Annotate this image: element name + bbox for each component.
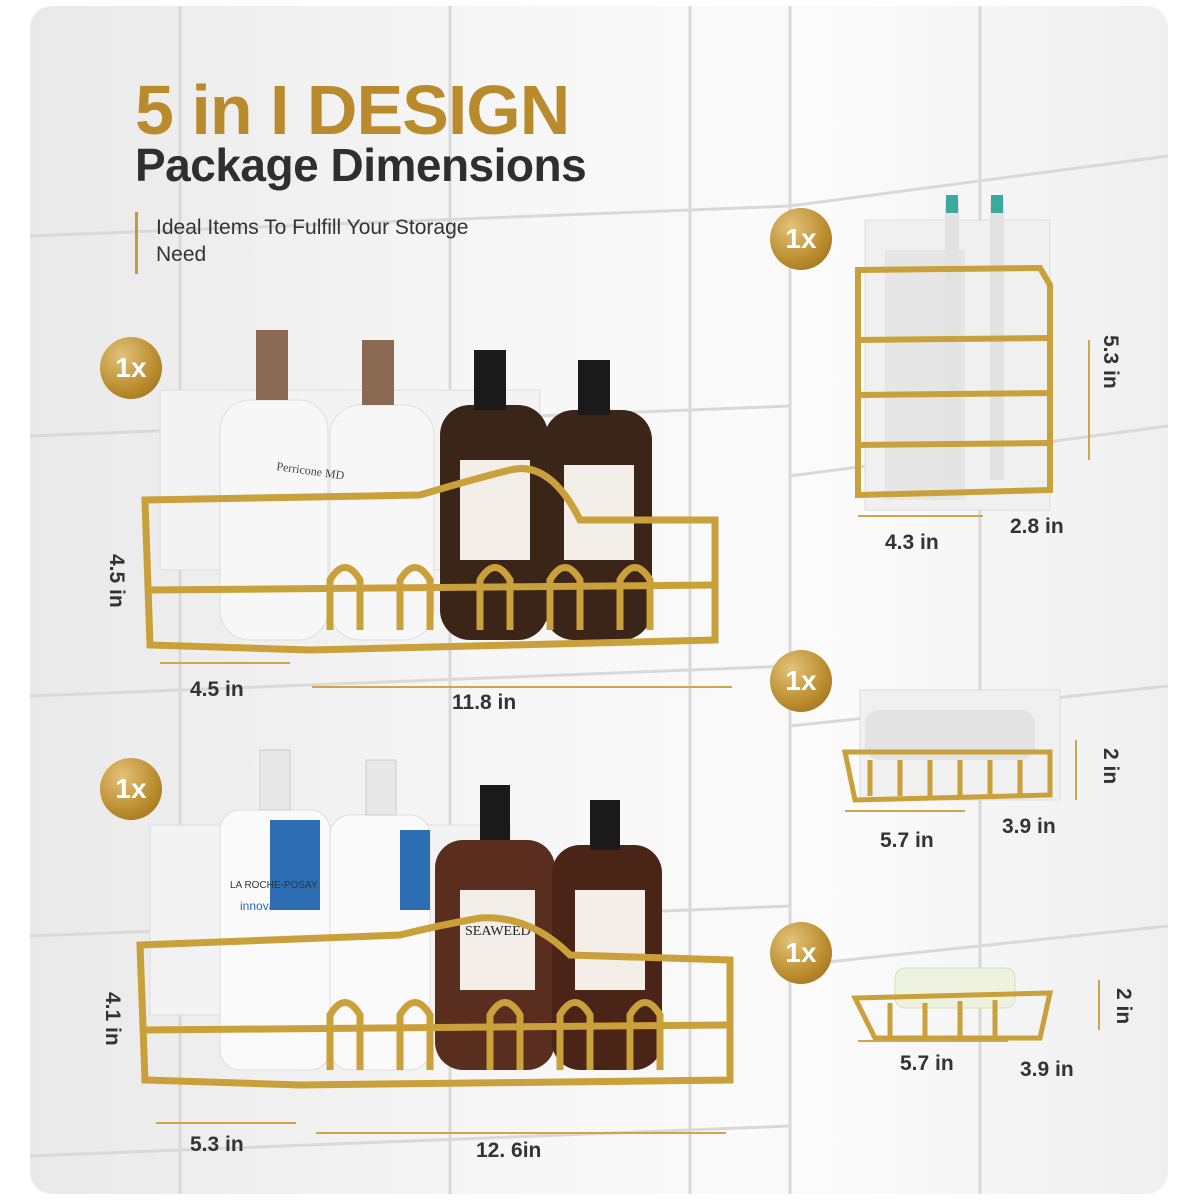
accent-bar bbox=[135, 212, 138, 274]
depth-label: 4.5 in bbox=[190, 678, 244, 701]
shower-caddy-image: LA ROCHE-POSAY innovation SEAWEED bbox=[136, 749, 734, 1089]
dimension-line bbox=[160, 662, 290, 664]
svg-text:SEAWEED: SEAWEED bbox=[465, 924, 531, 939]
width-label: 4.3 in bbox=[885, 531, 939, 554]
dimension-line bbox=[1075, 740, 1077, 800]
dimension-line bbox=[1088, 340, 1090, 460]
shower-caddy-image: Perricone MD bbox=[141, 330, 719, 654]
depth-label: 3.9 in bbox=[1002, 815, 1056, 838]
depth-label: 3.9 in bbox=[1020, 1058, 1074, 1081]
dimension-line bbox=[845, 810, 965, 812]
quantity-badge: 1x bbox=[100, 337, 162, 399]
width-label: 11.8 in bbox=[452, 691, 517, 714]
small-basket-image bbox=[841, 689, 1061, 803]
quantity-badge: 1x bbox=[770, 650, 832, 712]
quantity-badge: 1x bbox=[100, 758, 162, 820]
quantity-badge: 1x bbox=[770, 208, 832, 270]
dimension-line bbox=[316, 1132, 726, 1134]
page-subtitle: Package Dimensions bbox=[135, 139, 587, 191]
height-label: 5.3 in bbox=[1099, 335, 1122, 389]
height-label: 4.5 in bbox=[105, 554, 128, 608]
svg-text:LA ROCHE-POSAY: LA ROCHE-POSAY bbox=[230, 880, 318, 891]
dimension-line bbox=[1098, 980, 1100, 1030]
soap-dish-image bbox=[851, 967, 1054, 1041]
height-label: 4.1 in bbox=[101, 992, 124, 1046]
page-title: 5 in I DESIGN bbox=[135, 71, 570, 149]
tagline: Ideal Items To Fulfill Your Storage Need bbox=[156, 216, 469, 266]
toothbrush-holder-image bbox=[855, 195, 1053, 511]
dimension-line bbox=[858, 515, 983, 517]
height-label: 2 in bbox=[1099, 748, 1122, 785]
width-label: 5.7 in bbox=[880, 829, 934, 852]
depth-label: 5.3 in bbox=[190, 1133, 244, 1156]
dimension-line bbox=[156, 1122, 296, 1124]
svg-text:innovation: innovation bbox=[240, 899, 295, 913]
towel-icon bbox=[865, 710, 1035, 760]
dimension-line bbox=[312, 686, 732, 688]
height-label: 2 in bbox=[1112, 988, 1135, 1025]
bottle-icon bbox=[219, 749, 662, 1071]
dimension-line bbox=[858, 1040, 1008, 1042]
depth-label: 2.8 in bbox=[1010, 515, 1064, 538]
width-label: 12. 6in bbox=[476, 1139, 542, 1162]
width-label: 5.7 in bbox=[900, 1052, 954, 1075]
quantity-badge: 1x bbox=[770, 922, 832, 984]
